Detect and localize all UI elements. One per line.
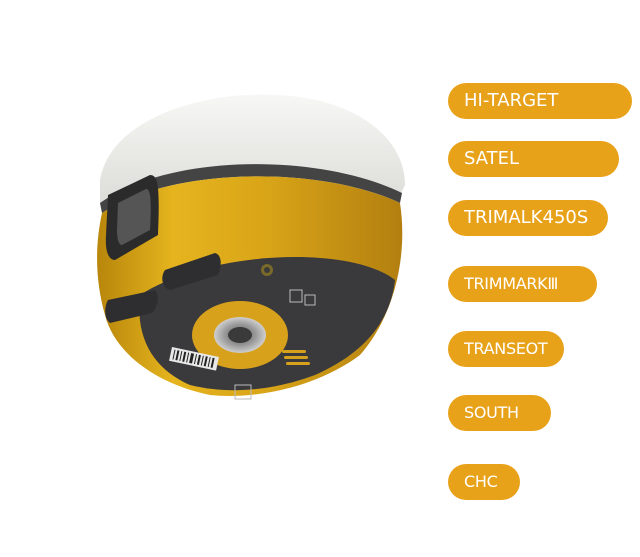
brand-pill-satel[interactable]: SATEL <box>448 141 619 177</box>
brand-pill-hi-target[interactable]: HI-TARGET <box>448 83 632 119</box>
gnss-receiver-image <box>97 94 405 400</box>
brand-pill-chc[interactable]: CHC <box>448 464 520 500</box>
brand-pill-trimalk450s[interactable]: TRIMALK450S <box>448 200 608 236</box>
brand-pill-south[interactable]: SOUTH <box>448 395 551 431</box>
brand-pill-trimmark[interactable]: TRIMMARKⅢ <box>448 266 597 302</box>
brand-pill-transeot[interactable]: TRANSEOT <box>448 331 564 367</box>
